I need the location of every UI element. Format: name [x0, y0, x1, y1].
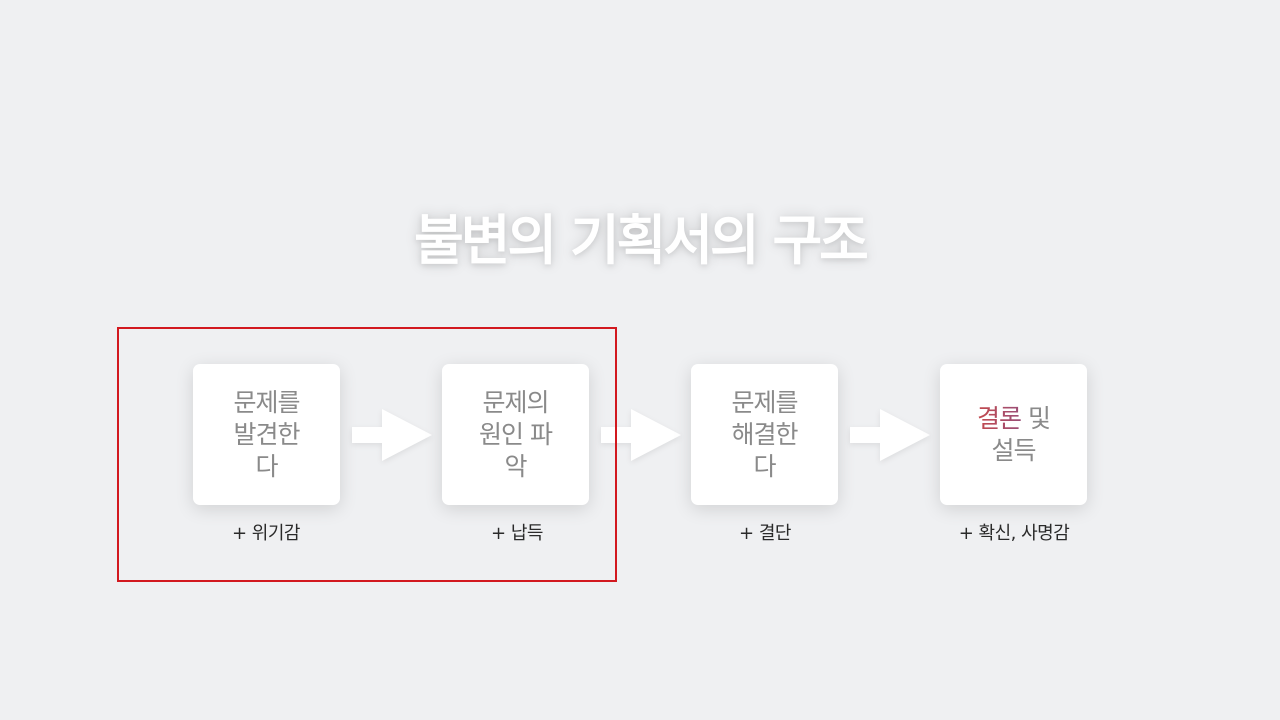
step-card-label-line: 다: [255, 451, 278, 481]
step-caption: + 결단: [739, 523, 791, 544]
step-card-label-line: 문제의: [482, 387, 549, 417]
step-caption: + 확신, 사명감: [958, 523, 1070, 544]
step-card-label-line: 악: [504, 451, 527, 481]
step-card-label: 문제를 발견한 다: [233, 387, 300, 483]
step-card-label: 문제의 원인 파 악: [479, 387, 553, 483]
step-card-conclusion-persuasion: 결론 및 설득: [940, 364, 1087, 505]
arrow-right-icon: [601, 409, 681, 461]
step-card-label-line: 문제를: [233, 387, 300, 417]
highlight-box: [117, 327, 617, 582]
step-card-label-line: 문제를: [731, 387, 798, 417]
step-card-label: 문제를 해결한 다: [731, 387, 798, 483]
step-card-label-line: 발견한: [233, 419, 300, 449]
step-caption: + 위기감: [232, 523, 300, 544]
step-card-label: 결론 및 설득: [977, 403, 1051, 467]
step-caption: + 납득: [491, 523, 543, 544]
step-card-label-line: 다: [753, 451, 776, 481]
arrow-right-icon: [850, 409, 930, 461]
step-card-identify-cause: 문제의 원인 파 악: [442, 364, 589, 505]
step-card-solve-problem: 문제를 해결한 다: [691, 364, 838, 505]
step-card-label-line: 원인 파: [479, 419, 553, 449]
arrow-right-icon: [352, 409, 432, 461]
slide-title: 불변의 기획서의 구조: [414, 209, 869, 272]
step-card-label-line: 설득: [991, 435, 1036, 465]
step-card-discover-problem: 문제를 발견한 다: [193, 364, 340, 505]
step-card-label-line: 해결한: [731, 419, 798, 449]
step-card-label-line: 및: [1021, 403, 1051, 433]
step-card-label-accent: 결론: [977, 403, 1022, 433]
